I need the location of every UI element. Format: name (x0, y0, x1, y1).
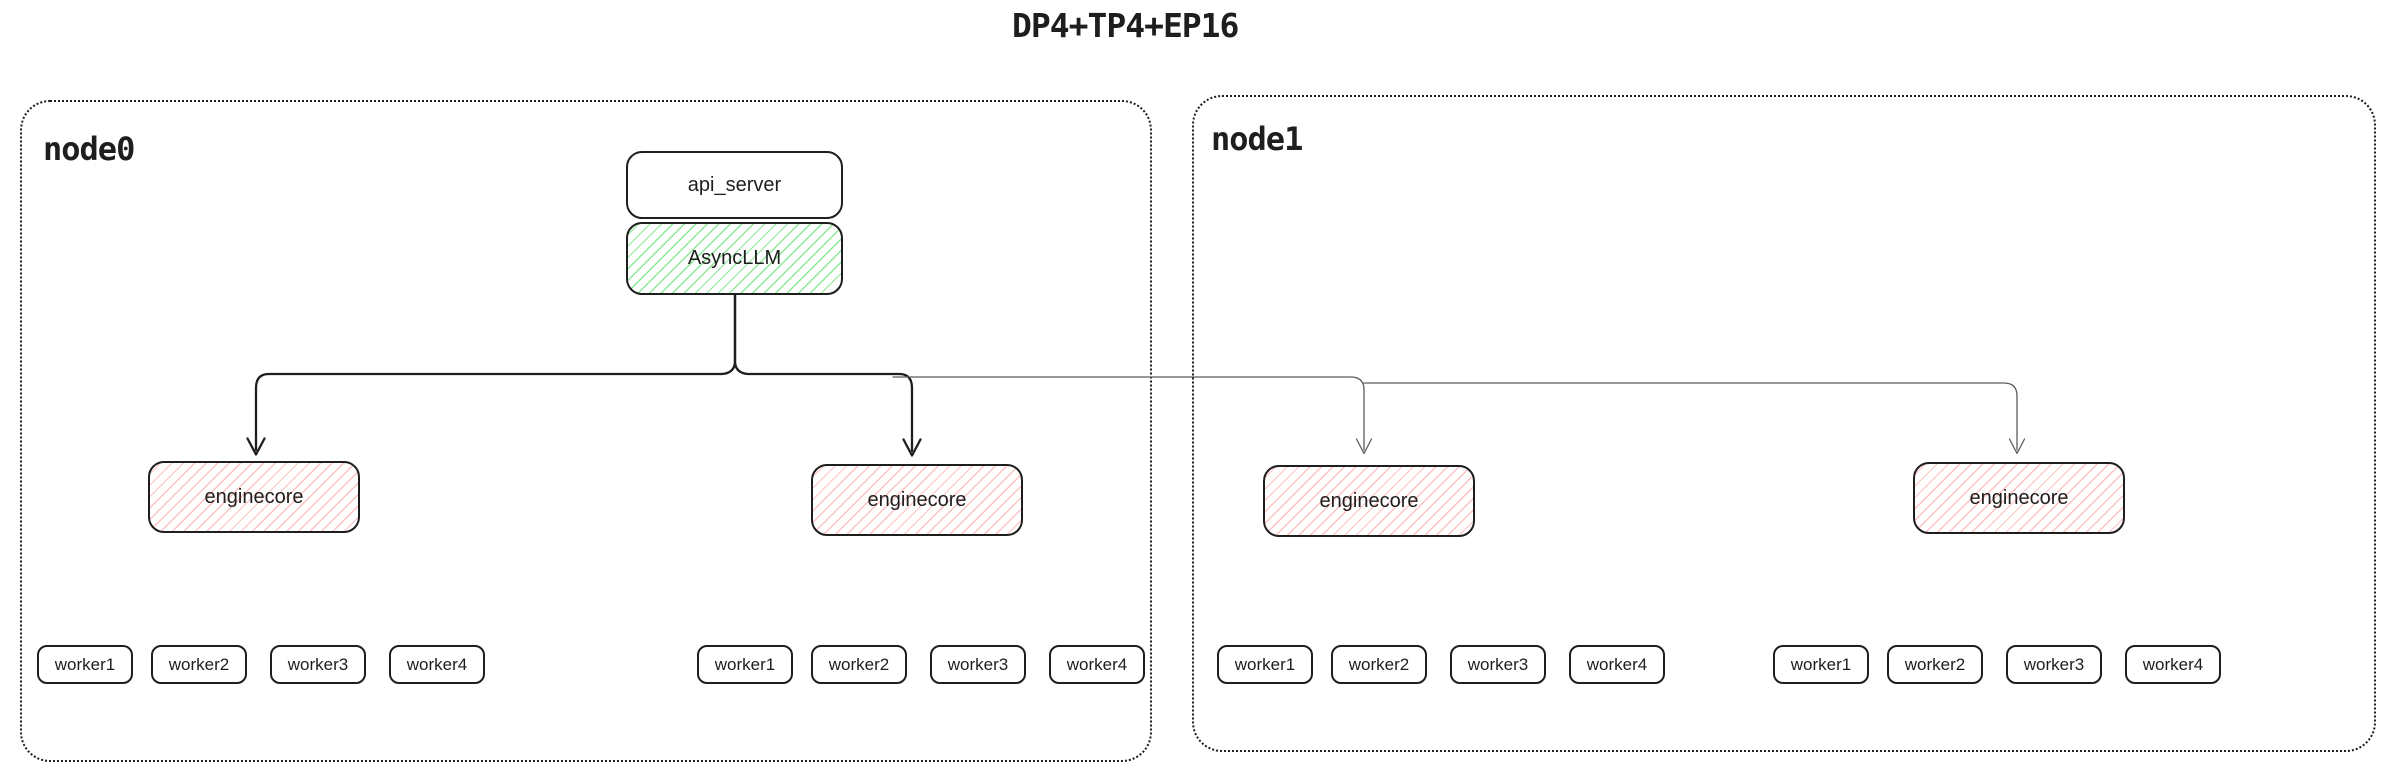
asyncllm-box: AsyncLLM (626, 222, 843, 295)
diagram-title: DP4+TP4+EP16 (1012, 6, 1239, 45)
node1-label: node1 (1211, 120, 1303, 158)
worker-box-node1-g1-2: worker2 (1331, 645, 1427, 684)
worker-box-node1-g1-3: worker3 (1450, 645, 1546, 684)
node0-label: node0 (43, 130, 135, 168)
enginecore-box-node0-1: enginecore (148, 461, 360, 533)
enginecore-box-node1-1: enginecore (1263, 465, 1475, 537)
worker-box-node1-g2-3: worker3 (2006, 645, 2102, 684)
worker-box-node0-g1-2: worker2 (151, 645, 247, 684)
worker-box-node0-g1-3: worker3 (270, 645, 366, 684)
worker-box-node0-g1-4: worker4 (389, 645, 485, 684)
worker-box-node0-g2-3: worker3 (930, 645, 1026, 684)
worker-box-node0-g2-1: worker1 (697, 645, 793, 684)
worker-box-node1-g2-4: worker4 (2125, 645, 2221, 684)
worker-box-node0-g1-1: worker1 (37, 645, 133, 684)
api-server-box: api_server (626, 151, 843, 219)
worker-box-node1-g2-2: worker2 (1887, 645, 1983, 684)
worker-box-node0-g2-4: worker4 (1049, 645, 1145, 684)
worker-box-node1-g1-1: worker1 (1217, 645, 1313, 684)
worker-box-node0-g2-2: worker2 (811, 645, 907, 684)
enginecore-box-node0-2: enginecore (811, 464, 1023, 536)
worker-box-node1-g1-4: worker4 (1569, 645, 1665, 684)
worker-box-node1-g2-1: worker1 (1773, 645, 1869, 684)
enginecore-box-node1-2: enginecore (1913, 462, 2125, 534)
